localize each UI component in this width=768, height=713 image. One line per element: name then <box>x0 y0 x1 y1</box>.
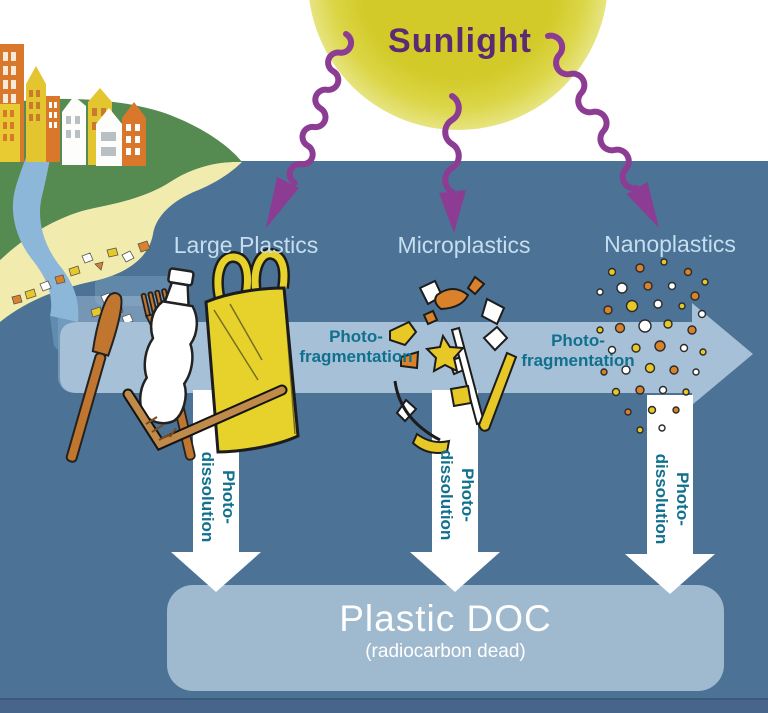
photo-dissolution-line1: Photo- <box>673 472 692 526</box>
doc-subtitle: (radiocarbon dead) <box>365 641 526 662</box>
photo-fragmentation-label-2: Photo- fragmentation <box>503 331 653 371</box>
photo-dissolution-label-1: Photo- dissolution <box>194 422 238 572</box>
stage-label-nanoplastics: Nanoplastics <box>604 231 736 257</box>
doc-box: Plastic DOC (radiocarbon dead) <box>167 585 724 691</box>
land-icon <box>0 98 242 260</box>
photo-fragmentation-line2: fragmentation <box>521 351 635 371</box>
uv-ray-icon <box>266 31 659 233</box>
plastic-bottle-icon <box>139 267 199 425</box>
photo-dissolution-line2: dissolution <box>437 449 457 541</box>
photo-fragmentation-line2: fragmentation <box>299 347 413 367</box>
nanoplastic-particles-icon <box>596 258 709 434</box>
photo-dissolution-line1: Photo- <box>219 470 238 524</box>
stage-label-large-plastics: Large Plastics <box>173 232 319 258</box>
seafloor-strip <box>0 698 768 713</box>
doc-title: Plastic DOC <box>339 598 552 639</box>
stage-label-microplastics: Microplastics <box>397 232 531 258</box>
photo-dissolution-line1: Photo- <box>458 468 477 522</box>
photo-fragmentation-line1: Photo- <box>329 327 383 346</box>
photo-dissolution-label-2: Photo- dissolution <box>433 420 477 570</box>
straw-icon <box>122 384 288 451</box>
city-icon <box>0 44 146 166</box>
photo-dissolution-line2: dissolution <box>652 453 672 545</box>
photo-fragmentation-label-1: Photo- fragmentation <box>281 327 431 367</box>
dissolution-arrow-icon <box>171 390 715 594</box>
photo-fragmentation-line1: Photo- <box>551 331 605 350</box>
knife-icon <box>65 292 123 463</box>
microplastic-fragments-icon <box>389 275 518 454</box>
photo-dissolution-label-3: Photo- dissolution <box>648 424 692 574</box>
beach-litter-icon <box>11 240 151 325</box>
photo-dissolution-line2: dissolution <box>198 451 218 543</box>
sunlight-label: Sunlight <box>388 22 532 60</box>
